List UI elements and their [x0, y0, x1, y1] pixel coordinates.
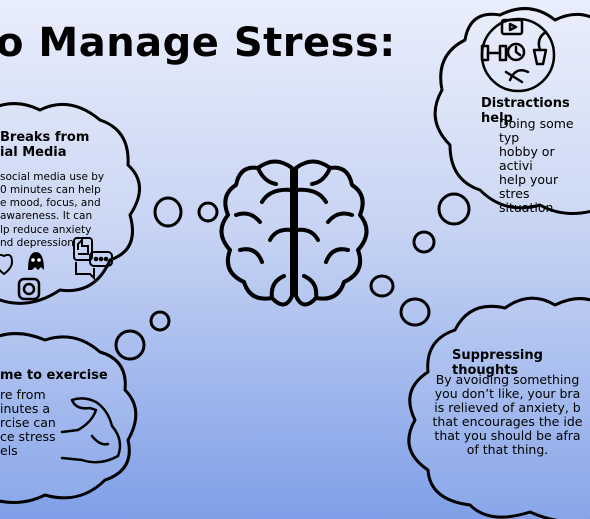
suppressing-heading: Suppressing thoughts	[452, 348, 543, 378]
cloud-exercise	[0, 332, 138, 504]
bubble	[114, 329, 146, 361]
bubble	[412, 230, 436, 254]
social-media-body: social media use by 0 minutes can help e…	[0, 171, 105, 249]
page-title: o Manage Stress:	[0, 20, 396, 66]
heart-icon	[0, 253, 14, 276]
bubble	[399, 297, 431, 327]
bubble	[153, 196, 183, 228]
exercise-body: re from inutes a rcise can ce stress els	[0, 387, 56, 458]
bubble	[197, 201, 219, 223]
social-media-heading: Breaks from ial Media	[0, 130, 90, 160]
cloud-distractions	[433, 7, 590, 215]
chat-bubbles-icon	[75, 251, 113, 281]
suppressing-body: By avoiding something you don’t like, yo…	[432, 373, 583, 457]
thumbs-up-icon	[73, 237, 93, 261]
cloud-suppressing	[407, 296, 590, 519]
hobbies-icon	[480, 17, 556, 93]
brain-icon	[219, 159, 369, 307]
distractions-body: Doing some typ hobby or activi help your…	[499, 116, 574, 215]
exercise-heading: me to exercise	[0, 368, 108, 383]
bubble	[149, 310, 171, 332]
distractions-heading: Distractions help	[481, 96, 570, 126]
instagram-icon	[17, 277, 41, 301]
bubble	[369, 274, 395, 298]
bubble	[437, 192, 471, 226]
ghost-icon	[28, 252, 44, 270]
muscle-arm-icon	[60, 397, 122, 464]
